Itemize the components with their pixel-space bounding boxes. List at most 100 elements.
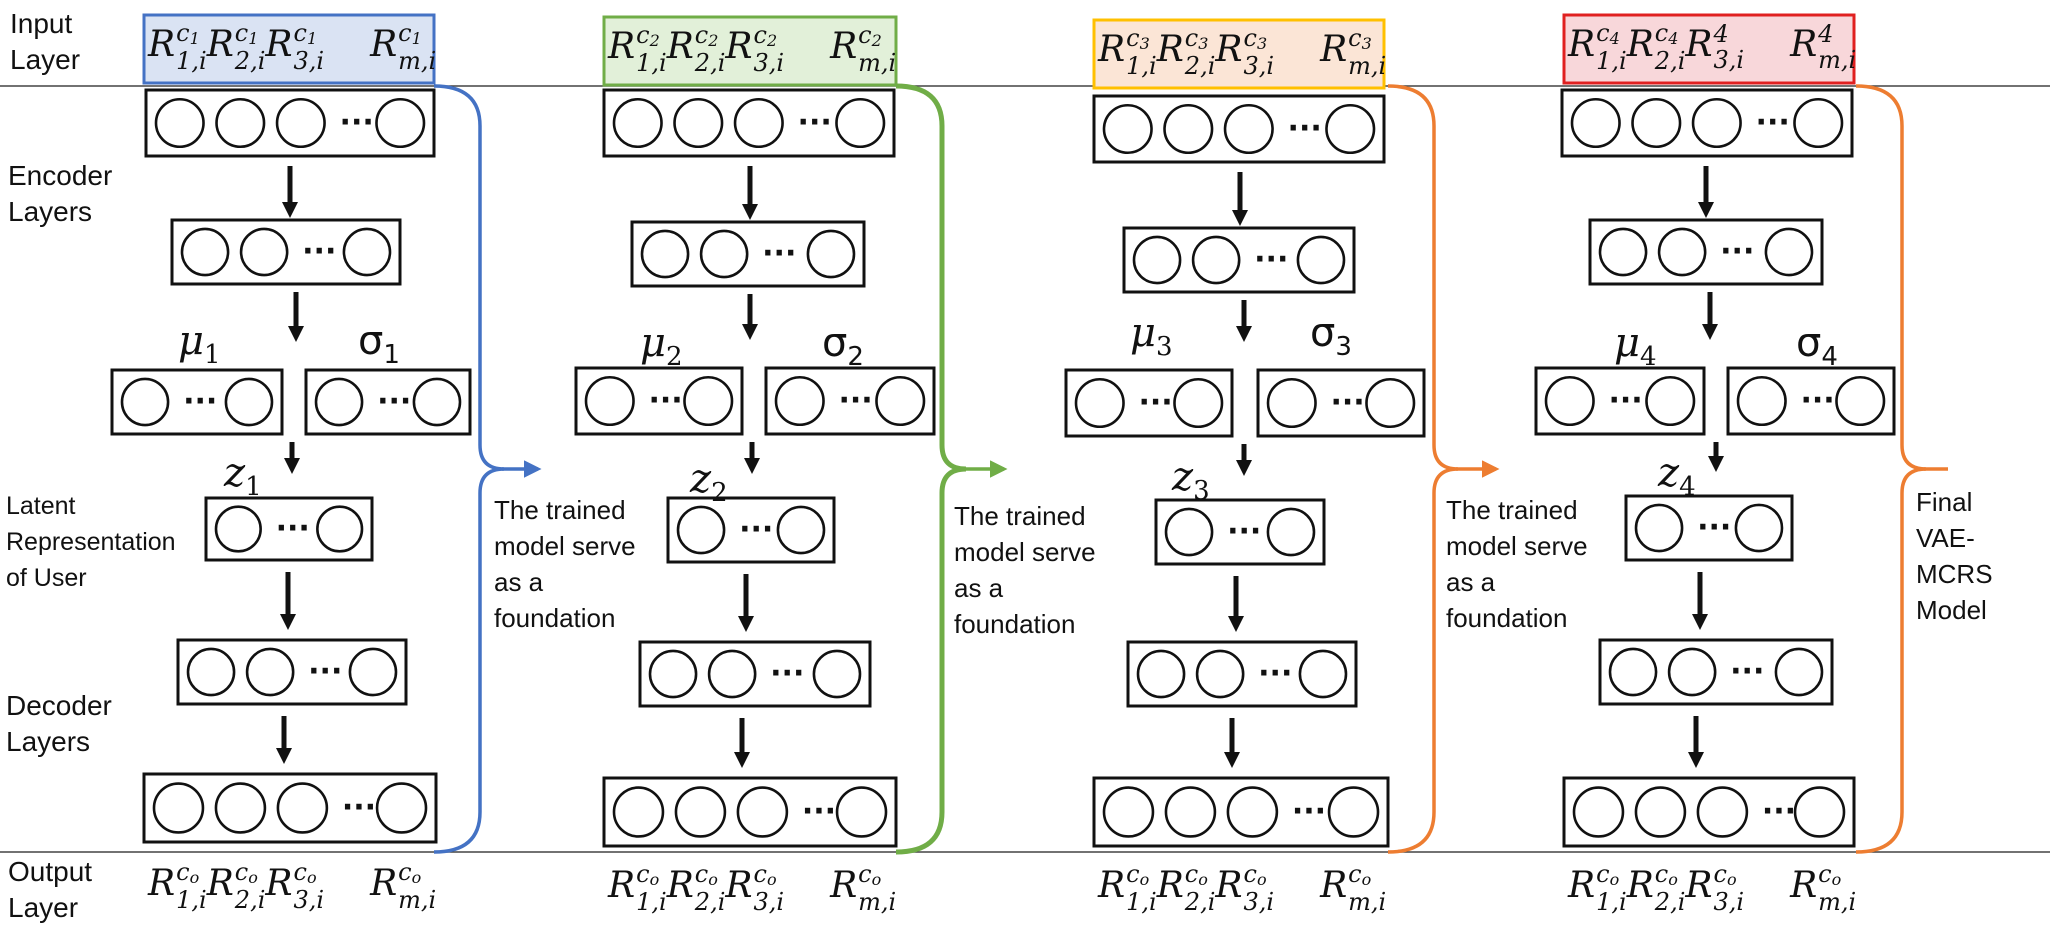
model-brace-stage-1	[433, 84, 505, 854]
latent-layer-stage-3-ellipsis: ···	[1227, 514, 1261, 549]
mu-layer-stage-1-neuron	[120, 377, 170, 427]
decoder-output-layer-stage-4-neuron	[1793, 786, 1846, 838]
encoder-input-layer-stage-2-neuron	[673, 97, 724, 149]
encoder-layers-label: Encoder Layers	[8, 160, 113, 228]
decoder-output-layer-stage-3-ellipsis: ···	[1292, 794, 1326, 829]
latent-layer-stage-1-neuron	[316, 505, 364, 553]
encoder-hidden-layer-stage-1-ellipsis: ···	[302, 234, 336, 269]
mu-layer-stage-3-neuron	[1173, 377, 1224, 429]
encoder-input-layer-stage-1-neuron	[154, 97, 205, 149]
encoder-input-layer-stage-1-neuron	[215, 97, 266, 149]
encoder-input-layer-stage-4-neuron	[1570, 97, 1621, 149]
decoder-hidden-layer-stage-3-neuron	[1136, 649, 1186, 699]
encoder-input-layer-stage-1-neuron	[375, 97, 426, 149]
mu-layer-stage-2-neuron	[683, 375, 734, 427]
encoder-input-layer-stage-2-ellipsis: ···	[798, 105, 832, 140]
sigma-layer-stage-2-neuron	[875, 375, 926, 427]
model-brace-stage-3	[1387, 84, 1459, 854]
encoder-input-layer-stage-3-neuron	[1325, 103, 1376, 155]
decoder-output-layer-stage-4-neuron	[1572, 786, 1625, 838]
encoder-input-layer-stage-4-ellipsis: ···	[1756, 105, 1790, 140]
encoder-hidden-layer-stage-3-ellipsis: ···	[1254, 242, 1288, 277]
latent-layer-stage-4-ellipsis: ···	[1697, 510, 1731, 545]
decoder-output-layer-stage-3-neuron	[1226, 786, 1279, 838]
decoder-output-layer-stage-1-neuron	[375, 782, 428, 834]
model-brace-stage-4	[1855, 84, 1927, 854]
mu-layer-stage-3-ellipsis: ···	[1139, 385, 1173, 420]
model-brace-stage-2	[895, 83, 967, 855]
sigma-layer-stage-3-neuron	[1266, 377, 1317, 429]
mu-layer-stage-1-ellipsis: ···	[183, 384, 217, 419]
input-box-stage-4	[1562, 13, 1856, 85]
decoder-hidden-layer-stage-3-neuron	[1298, 649, 1348, 699]
latent-layer-stage-1-neuron	[214, 505, 262, 553]
z-1-symbol: z1	[224, 450, 262, 502]
mu-1-symbol: μ1	[178, 318, 221, 370]
decoder-hidden-layer-stage-1-neuron	[348, 647, 398, 697]
decoder-hidden-layer-stage-4-ellipsis: ···	[1730, 654, 1764, 689]
decoder-output-layer-stage-3-neuron	[1327, 786, 1380, 838]
sigma-layer-stage-1-neuron	[314, 377, 364, 427]
encoder-input-layer-stage-4-neuron	[1793, 97, 1844, 149]
encoder-hidden-layer-stage-2-neuron	[699, 229, 749, 279]
z-2-symbol: z2	[690, 456, 728, 508]
encoder-hidden-layer-stage-1-neuron	[239, 227, 289, 277]
sigma-layer-stage-3-ellipsis: ···	[1331, 385, 1365, 420]
input-box-stage-3	[1092, 18, 1386, 90]
latent-layer-stage-3-neuron	[1266, 507, 1316, 557]
decoder-hidden-layer-stage-2-ellipsis: ···	[770, 656, 804, 691]
decoder-hidden-layer-stage-2-neuron	[648, 649, 698, 699]
encoder-hidden-layer-stage-2-ellipsis: ···	[762, 236, 796, 271]
encoder-hidden-layer-stage-2-neuron	[806, 229, 856, 279]
encoder-input-layer-stage-2-neuron	[612, 97, 663, 149]
decoder-output-layer-stage-1-neuron	[214, 782, 267, 834]
latent-layer-stage-4-neuron	[1634, 503, 1684, 553]
encoder-input-layer-stage-4-neuron	[1631, 97, 1682, 149]
sigma-layer-stage-3-neuron	[1365, 377, 1416, 429]
encoder-hidden-layer-stage-1-neuron	[342, 227, 392, 277]
encoder-hidden-layer-stage-3-neuron	[1296, 235, 1346, 285]
sigma-2-symbol: σ2	[822, 320, 864, 372]
decoder-hidden-layer-stage-3-neuron	[1195, 649, 1245, 699]
sigma-layer-stage-4-neuron	[1835, 375, 1886, 427]
encoder-input-layer-stage-3-ellipsis: ···	[1288, 111, 1322, 146]
sigma-layer-stage-2-ellipsis: ···	[839, 383, 873, 418]
input-layer-label: Input Layer	[10, 8, 81, 76]
decoder-output-layer-stage-1-neuron	[152, 782, 205, 834]
decoder-hidden-layer-stage-4-neuron	[1608, 647, 1658, 697]
output-layer-label: Output Layer	[8, 856, 93, 924]
decoder-hidden-layer-stage-1-ellipsis: ···	[308, 654, 342, 689]
encoder-hidden-layer-stage-4-neuron	[1598, 227, 1648, 277]
encoder-hidden-layer-stage-2-neuron	[640, 229, 690, 279]
encoder-input-layer-stage-2-neuron	[835, 97, 886, 149]
decoder-output-layer-stage-4-ellipsis: ···	[1762, 794, 1796, 829]
decoder-output-layer-stage-4-neuron	[1634, 786, 1687, 838]
decoder-output-layer-stage-1-ellipsis: ···	[342, 790, 376, 825]
